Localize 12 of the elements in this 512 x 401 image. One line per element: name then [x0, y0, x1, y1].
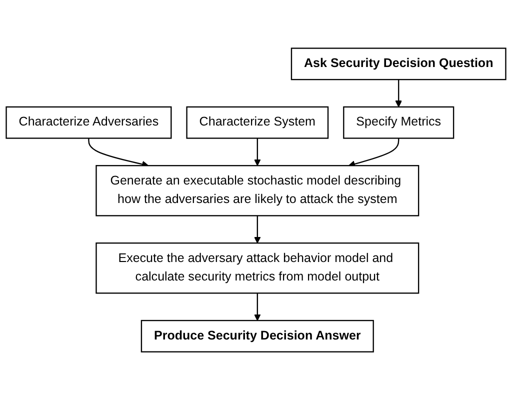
- arrow: [254, 294, 261, 322]
- arrow: [395, 80, 402, 108]
- node-box: Ask Security Decision Question: [290, 48, 506, 81]
- arrow: [348, 138, 400, 168]
- node-box: Characterize Adversaries: [6, 106, 172, 140]
- node-box: Specify Metrics: [343, 106, 454, 140]
- arrow: [254, 216, 261, 244]
- node-box: Execute the adversary attack behavior model and calculate security metrics from model output: [96, 242, 420, 294]
- node-box: Generate an executable stochastic model describing how the adversaries are likely to attack the system: [96, 165, 420, 217]
- arrow: [254, 138, 261, 166]
- node-box: Produce Security Decision Answer: [140, 320, 374, 353]
- node-box: Characterize System: [186, 106, 329, 140]
